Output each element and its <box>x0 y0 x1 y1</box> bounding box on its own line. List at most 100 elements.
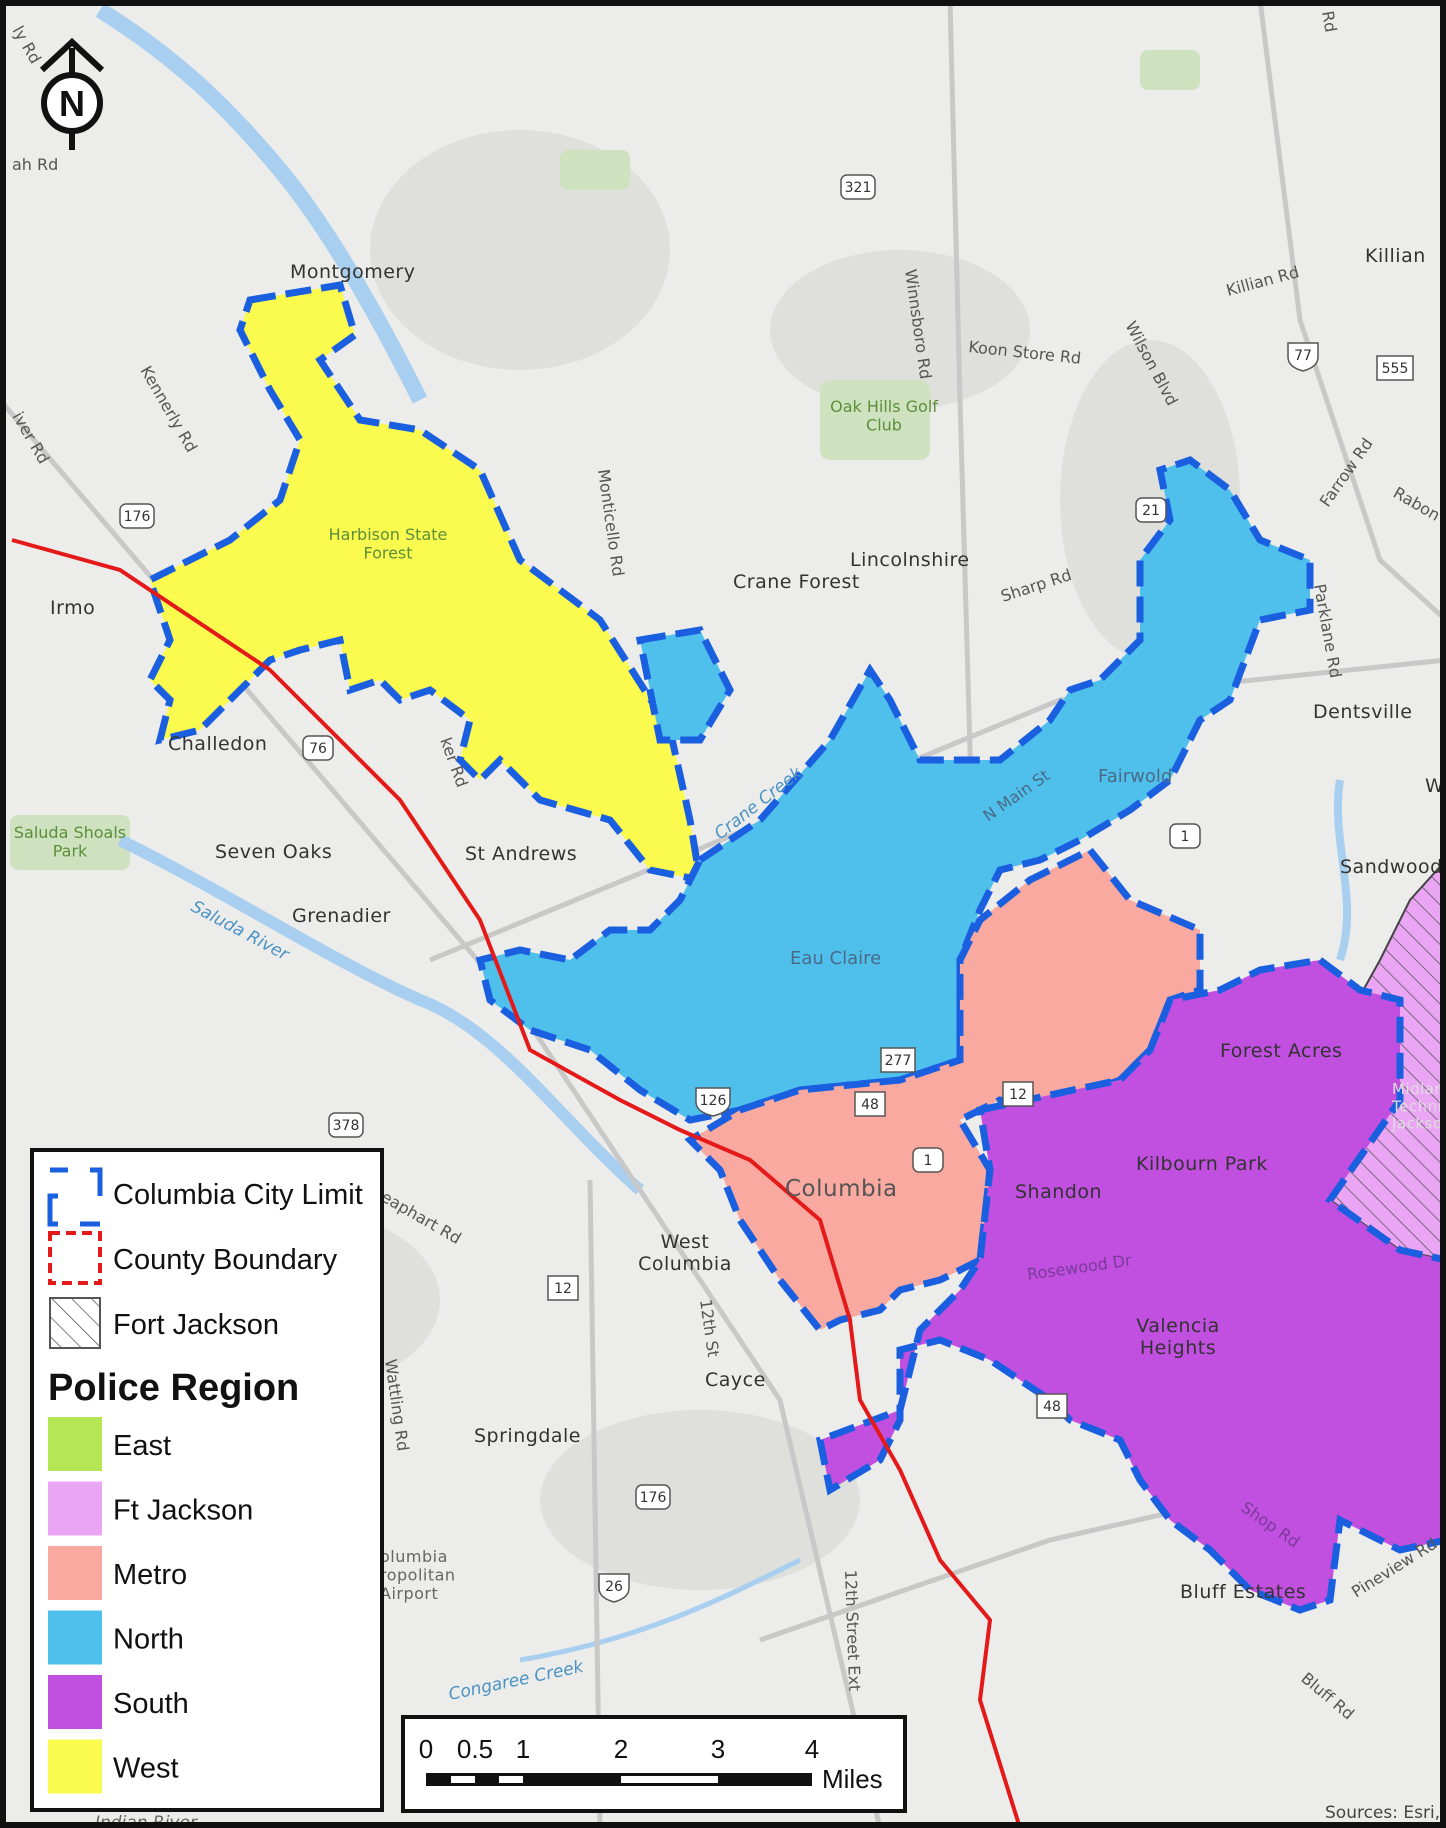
legend-fort-jackson-symbol <box>49 1297 101 1349</box>
legend-region-label: North <box>113 1624 184 1656</box>
legend-title: Police Region <box>48 1367 299 1409</box>
place-killian: Killian <box>1365 245 1426 267</box>
attribution: Sources: Esri, A <box>1325 1803 1446 1823</box>
svg-text:378: 378 <box>333 1118 360 1134</box>
legend-swatch <box>48 1675 102 1729</box>
place-irmo: Irmo <box>50 597 95 619</box>
place-sandwood: Sandwood <box>1340 856 1443 878</box>
svg-text:555: 555 <box>1382 361 1409 377</box>
legend-region-label: East <box>113 1430 171 1462</box>
shield-us277: 277 <box>880 1047 916 1073</box>
place-w: W <box>1425 775 1444 797</box>
place-labels: Montgomery Irmo Challedon Seven Oaks Gre… <box>50 245 1446 1603</box>
svg-text:77: 77 <box>1294 348 1312 364</box>
svg-text:26: 26 <box>605 1579 623 1595</box>
north-arrow-label: N <box>59 83 85 124</box>
svg-text:176: 176 <box>640 1490 667 1506</box>
shield-us21: 21 <box>1135 497 1167 523</box>
place-forest-acres: Forest Acres <box>1220 1040 1342 1062</box>
shield-us176a: 176 <box>119 503 155 529</box>
scale-tick-label: 4 <box>805 1734 819 1764</box>
legend-region-east: East <box>48 1417 171 1471</box>
shield-us1a: 1 <box>1169 823 1201 849</box>
place-springdale: Springdale <box>474 1425 581 1447</box>
shield-us378: 378 <box>328 1112 364 1138</box>
shield-us176b: 176 <box>635 1484 671 1510</box>
shield-sc12b: 12 <box>547 1275 579 1301</box>
place-shandon: Shandon <box>1015 1181 1102 1203</box>
place-columbia: Columbia <box>785 1176 898 1202</box>
place-midlands: MidlandTechnical CJackson <box>1391 1080 1446 1133</box>
shield-sc12a: 12 <box>1002 1081 1034 1107</box>
legend-swatch <box>48 1739 102 1794</box>
scale-tick-label: 2 <box>614 1734 628 1764</box>
place-fairwold: Fairwold <box>1098 766 1172 787</box>
region-south <box>815 956 1446 1614</box>
legend-swatch <box>48 1610 102 1665</box>
svg-text:1: 1 <box>1181 829 1190 845</box>
shield-us76: 76 <box>302 735 334 761</box>
legend-region-label: West <box>113 1753 179 1785</box>
legend-region-west: West <box>48 1739 179 1794</box>
legend-region-label: Metro <box>113 1559 187 1591</box>
svg-text:12: 12 <box>554 1281 572 1297</box>
place-dentsville: Dentsville <box>1313 701 1412 723</box>
place-eau-claire: Eau Claire <box>790 948 881 969</box>
road-12th-ext: 12th Street Ext <box>841 1569 864 1691</box>
green-areas <box>10 50 1200 870</box>
north-arrow-icon: N <box>39 37 105 150</box>
legend-swatch <box>48 1546 102 1600</box>
place-seven-oaks: Seven Oaks <box>215 841 332 863</box>
legend-swatch <box>48 1481 102 1536</box>
place-lincolnshire: Lincolnshire <box>850 549 970 571</box>
place-challedon: Challedon <box>168 733 267 755</box>
county-boundary-line <box>11 538 1022 1828</box>
place-cayce: Cayce <box>705 1369 766 1391</box>
svg-text:176: 176 <box>124 509 151 525</box>
shield-us26: 26 <box>598 1573 630 1603</box>
scale-tick-label: 3 <box>711 1734 725 1764</box>
scale-tick-label: 0.5 <box>457 1734 493 1764</box>
legend-county-boundary: County Boundary <box>113 1244 338 1276</box>
svg-text:48: 48 <box>1043 1399 1061 1415</box>
place-grenadier: Grenadier <box>292 905 391 927</box>
legend-region-label: Ft Jackson <box>113 1495 253 1527</box>
place-st-andrews: St Andrews <box>465 843 577 865</box>
place-bluff-estates: Bluff Estates <box>1180 1581 1306 1603</box>
legend-city-limit-symbol <box>47 1167 103 1227</box>
region-west <box>145 281 705 885</box>
place-crane-forest: Crane Forest <box>733 571 860 593</box>
road-ah: ah Rd <box>12 155 58 174</box>
legend-region-ft-jackson: Ft Jackson <box>48 1481 253 1536</box>
place-montgomery: Montgomery <box>290 261 415 283</box>
svg-text:76: 76 <box>309 741 327 757</box>
scale-bar-segments <box>426 1773 812 1786</box>
legend: Columbia City Limit County Boundary Fort… <box>30 1148 384 1812</box>
legend-region-south: South <box>48 1675 189 1729</box>
shield-us1b: 1 <box>912 1147 944 1173</box>
highway-shields: 321 77 555 21 176 76 1 277 48 12 1 12 37… <box>119 174 1414 1603</box>
svg-text:126: 126 <box>700 1093 727 1109</box>
shield-us321: 321 <box>840 174 876 200</box>
shield-sc48b: 48 <box>1036 1393 1068 1419</box>
shield-us126: 126 <box>695 1087 731 1117</box>
svg-text:321: 321 <box>845 180 872 196</box>
svg-text:21: 21 <box>1142 503 1160 519</box>
legend-fort-jackson: Fort Jackson <box>113 1309 279 1341</box>
svg-text:277: 277 <box>885 1053 912 1069</box>
scale-tick-label: 0 <box>419 1734 433 1764</box>
place-kilbourn-park: Kilbourn Park <box>1136 1153 1268 1175</box>
shield-i77: 77 <box>1287 342 1319 372</box>
legend-swatch <box>48 1417 102 1471</box>
